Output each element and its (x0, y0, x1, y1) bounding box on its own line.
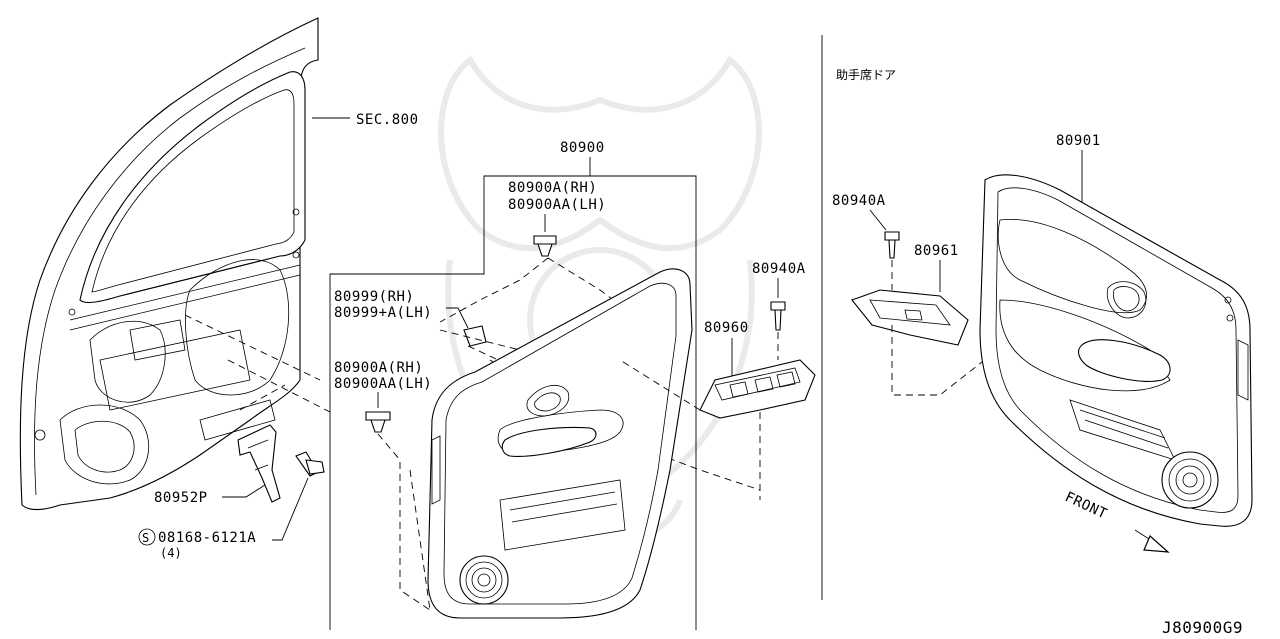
group-box-80900 (329, 175, 697, 630)
door-frame-sec800 (19, 17, 319, 511)
label-bolt-part: 08168-6121A (158, 530, 256, 546)
screw-80940a-right (884, 231, 900, 259)
label-80900a-rh-mid: 80900A(RH) (334, 360, 423, 376)
bracket-80952p (237, 424, 281, 503)
label-80961: 80961 (914, 243, 959, 259)
label-80901: 80901 (1056, 133, 1101, 149)
label-sec800: SEC.800 (356, 112, 419, 128)
clip-80999 (463, 325, 487, 347)
label-80952p: 80952P (154, 490, 208, 506)
bolt-08168-6121a (295, 451, 325, 477)
label-80999-rh: 80999(RH) (334, 289, 414, 305)
clip-top (533, 235, 557, 257)
label-80900aa-lh-top: 80900AA(LH) (508, 197, 606, 213)
diagram-id: J80900G9 (1162, 618, 1243, 637)
door-trim-80901 (979, 174, 1253, 527)
label-80900: 80900 (560, 140, 605, 156)
dashed-guide-left (184, 314, 331, 413)
label-80940a-center: 80940A (752, 261, 806, 277)
dashed-guides-switch (619, 332, 779, 500)
label-80900a-rh-top: 80900A(RH) (508, 180, 597, 196)
label-80960: 80960 (704, 320, 749, 336)
switch-panel-80960 (699, 359, 816, 419)
label-passenger-door-jp: 助手席ドア (836, 67, 896, 82)
label-80999a-lh: 80999+A(LH) (334, 305, 432, 321)
label-80940a-right: 80940A (832, 193, 886, 209)
bolt-circle-letter: S (142, 531, 149, 545)
leader-bolt (272, 477, 309, 541)
leader-80999 (446, 307, 469, 329)
bolt-circle-marker (138, 528, 156, 546)
door-trim-80900 (427, 268, 693, 619)
switch-panel-80961 (851, 289, 969, 346)
front-arrow-icon (1143, 534, 1170, 553)
screw-80940a-center (770, 301, 786, 331)
label-80900aa-lh-mid: 80900AA(LH) (334, 376, 432, 392)
label-front: FRONT (1062, 489, 1109, 522)
leader-80940a-right (869, 209, 887, 231)
clip-mid (365, 411, 391, 433)
leader-80952p (222, 484, 266, 498)
label-bolt-qty: (4) (160, 546, 182, 560)
